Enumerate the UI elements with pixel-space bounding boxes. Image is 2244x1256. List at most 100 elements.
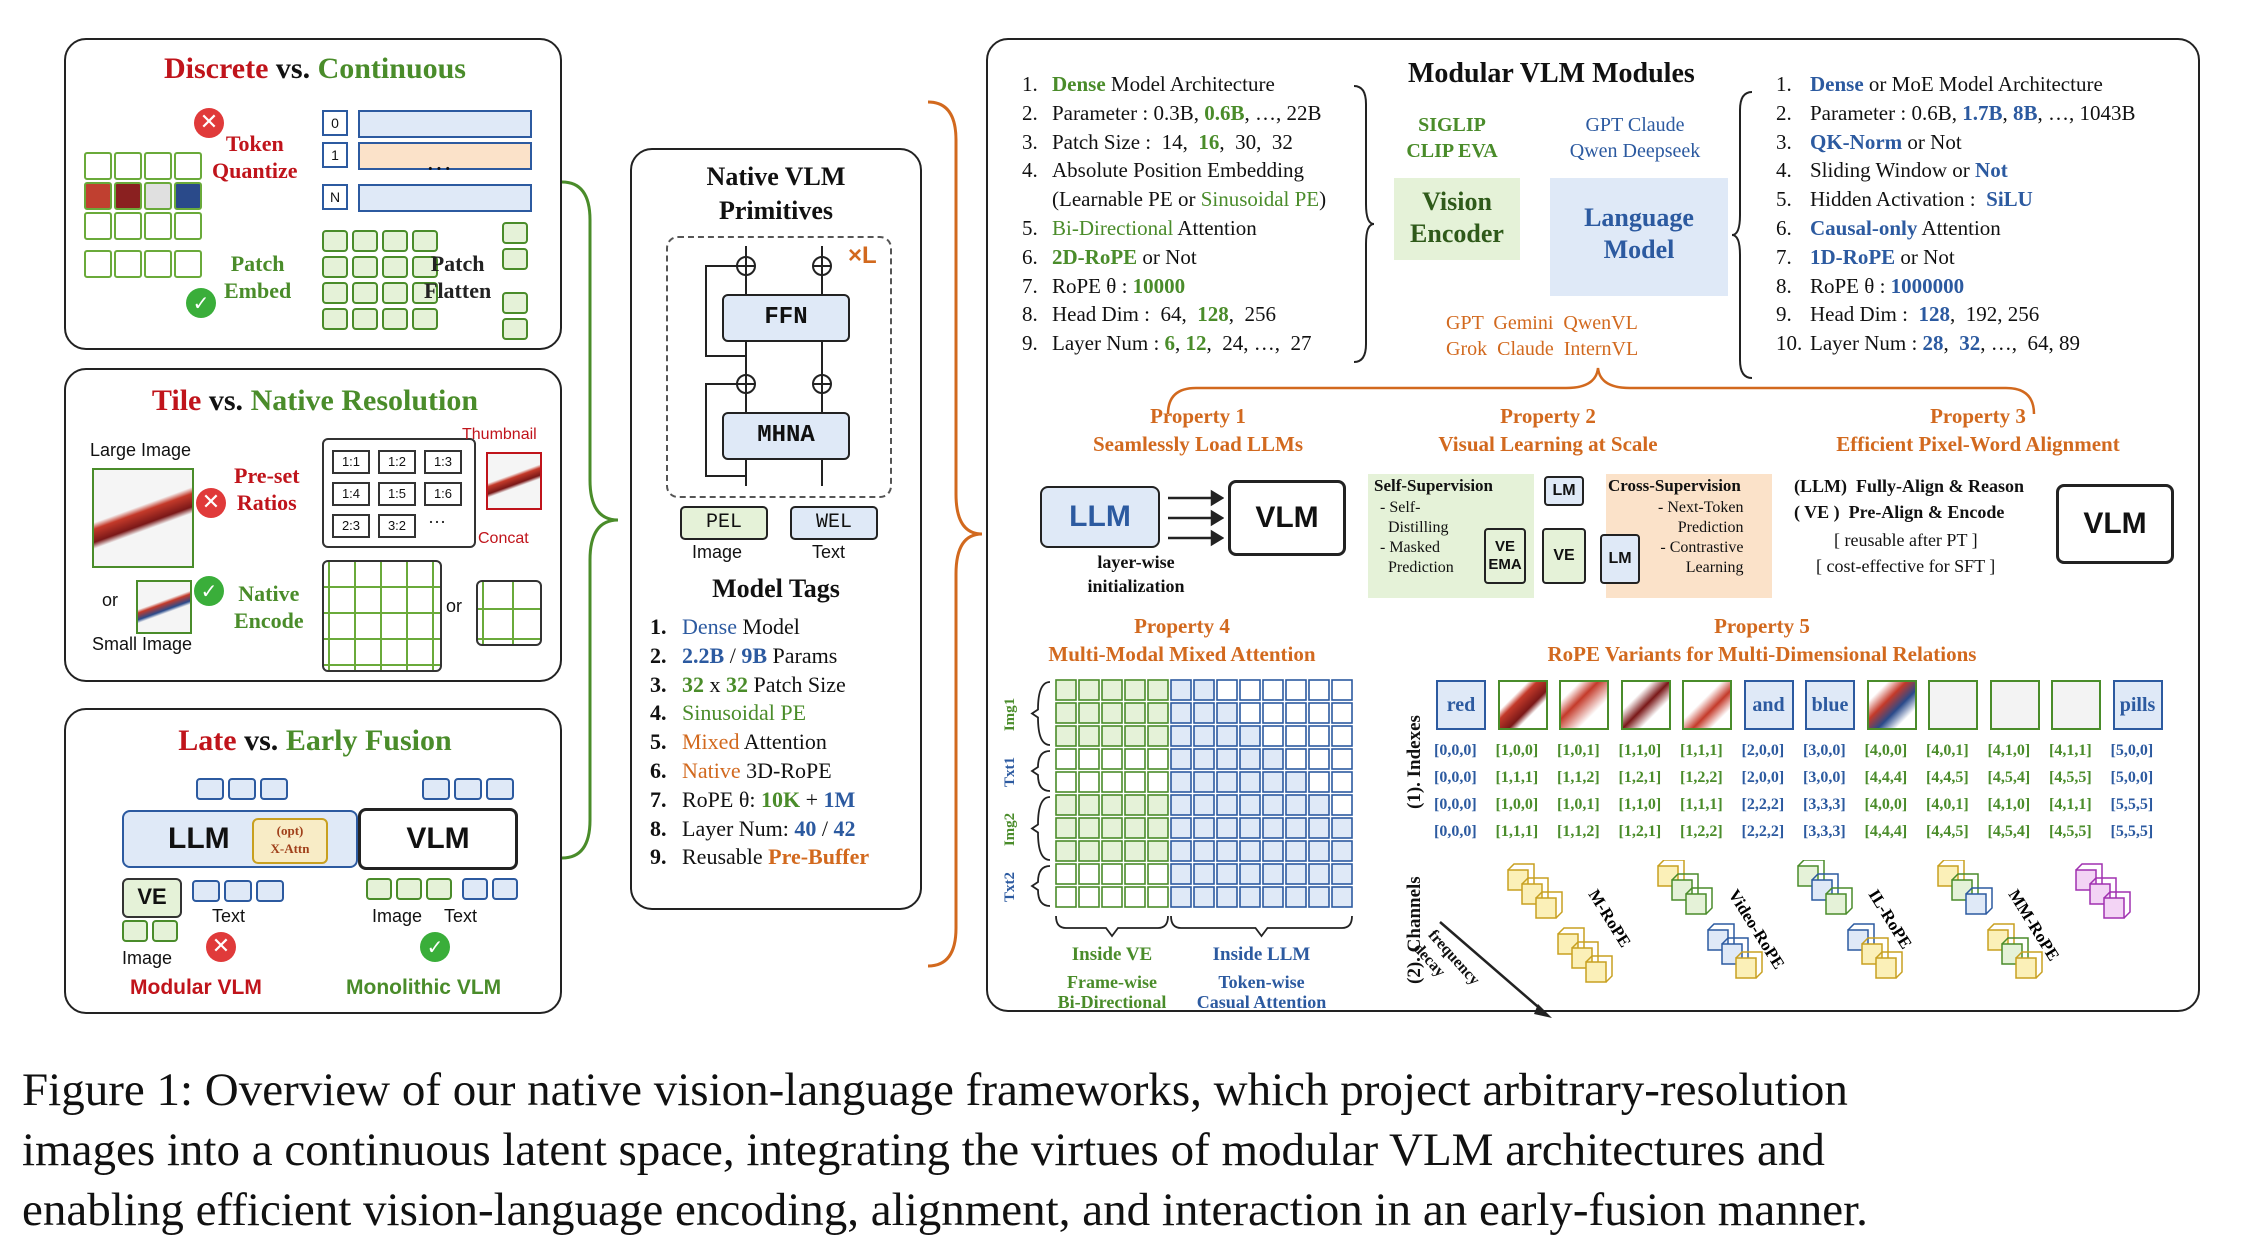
position-index: [4,5,4] [1987, 823, 2031, 840]
list-number: 4. [650, 700, 667, 726]
attention-cell [1193, 771, 1215, 793]
layer-stack-box [666, 236, 892, 498]
list-item: 7.1D-RoPE or Not [1776, 243, 2136, 272]
list-text: Patch Size [748, 671, 846, 697]
attention-cell [1170, 725, 1192, 747]
model-tags-title: Model Tags [712, 574, 840, 603]
list-item: 4.Sliding Window or Not [1776, 156, 2136, 185]
position-index: [4,1,1] [2049, 796, 2092, 813]
position-index: [4,4,4] [1864, 823, 1908, 840]
attention-row-label: Img2 [1002, 813, 1018, 846]
list-text: QK-Norm [1810, 129, 1903, 154]
column-sublabel: Casual Attention [1197, 992, 1327, 1012]
orange-brace [927, 100, 983, 968]
attention-cell [1216, 771, 1238, 793]
attention-cell [1331, 863, 1353, 885]
image-tokens-left [122, 920, 182, 944]
attention-cell [1262, 679, 1284, 701]
attention-cell [1147, 748, 1169, 770]
ve-block: VE [122, 878, 182, 918]
position-index: [2,0,0] [1741, 769, 1785, 786]
list-item: 3.QK-Norm or Not [1776, 128, 2136, 157]
position-index: [3,0,0] [1803, 742, 1846, 759]
attention-cell [1262, 840, 1284, 862]
attention-cell [1055, 817, 1077, 839]
list-item: 8.RoPE θ : 1000000 [1776, 272, 2136, 301]
attention-cell [1285, 794, 1307, 816]
attention-cell [1078, 840, 1100, 862]
attention-cell [1101, 679, 1123, 701]
attention-cell [1193, 840, 1215, 862]
ffn-block: FFN [722, 294, 850, 342]
position-index: [1,2,2] [1680, 769, 1723, 786]
vlm-model-names-b: Grok Claude InternVL [1446, 338, 1639, 360]
text-label: Text [444, 906, 478, 926]
position-index: [1,0,0] [1495, 796, 1539, 813]
attention-cell [1331, 679, 1353, 701]
list-text: Dense [1810, 72, 1864, 96]
check-mark-icon: ✓ [420, 932, 450, 962]
list-text: 2D-RoPE [1052, 244, 1138, 269]
position-index: [4,4,4] [1864, 769, 1908, 786]
attention-cell [1239, 794, 1261, 816]
position-index: [0,0,0] [1434, 796, 1477, 813]
column-brace [1170, 915, 1353, 938]
list-text: , 30, 32 [1219, 129, 1293, 154]
list-text: Causal-only [1810, 215, 1918, 240]
ratio-grid: 1:1 1:2 1:3 1:4 1:5 1:6 2:3 3:2 ··· [322, 438, 476, 548]
cross-supervision-items: - Next-Token Prediction - Contrastive Le… [1658, 499, 1744, 576]
list-text: / [724, 642, 742, 668]
thumbnail-label: Thumbnail [462, 426, 537, 443]
attention-row-label: Txt2 [1002, 872, 1018, 902]
title-continuous: Continuous [317, 52, 466, 85]
list-text: Hidden Activation : [1810, 187, 1987, 212]
patch-flatten-label: Patch Flatten [424, 251, 492, 303]
attention-cell [1147, 725, 1169, 747]
attention-cell [1124, 725, 1146, 747]
token-image-patch [2051, 680, 2101, 730]
attention-cell [1308, 771, 1330, 793]
channel-cube [1965, 887, 1993, 915]
lang-list-brace [1731, 91, 1753, 379]
list-text: Head Dim : 64, [1052, 302, 1198, 327]
list-text: ) [1319, 187, 1327, 212]
attention-cell [1055, 840, 1077, 862]
list-text: or Not [1895, 244, 1955, 269]
list-text: 128 [1197, 302, 1229, 327]
channel-cube [1825, 887, 1853, 915]
preset-ratios-label: Pre-set Ratios [234, 463, 300, 515]
position-index: [1,1,1] [1495, 823, 1539, 840]
attention-cell [1170, 817, 1192, 839]
position-index: [1,1,0] [1618, 796, 1662, 813]
list-item: 2.Parameter : 0.3B, 0.6B, …, 22B [1022, 99, 1326, 128]
attention-cell [1101, 794, 1123, 816]
attention-cell [1285, 886, 1307, 908]
property-2-title: Property 2 Visual Learning at Scale [1438, 404, 1658, 456]
large-image [92, 468, 194, 568]
attention-cell [1101, 771, 1123, 793]
list-text: , [1943, 331, 1960, 356]
position-index: [4,1,0] [1987, 742, 2031, 759]
small-image [136, 580, 192, 634]
llm-box: LLM [1040, 486, 1160, 548]
list-text: 28 [1922, 331, 1944, 356]
list-text: 3D-RoPE [740, 757, 832, 783]
attention-cell [1078, 748, 1100, 770]
attention-cell [1193, 679, 1215, 701]
position-index: [3,3,3] [1803, 823, 1846, 840]
list-text: Sinusoidal PE [682, 700, 807, 726]
list-number: 7. [650, 786, 667, 812]
token-text: blue [1805, 680, 1855, 730]
channels-label: (2). Channels [1404, 876, 1425, 984]
attention-cell [1078, 886, 1100, 908]
list-number: 7. [1776, 244, 1792, 269]
caption-line: enabling efficient vision-language encod… [22, 1184, 1868, 1236]
attention-cell [1239, 679, 1261, 701]
language-model-block: Language Model [1550, 178, 1728, 296]
vlm-box-3: VLM [2056, 484, 2174, 564]
index-box-1: 1 [322, 142, 348, 168]
attention-cell [1262, 817, 1284, 839]
list-item: 6.2D-RoPE or Not [1022, 243, 1326, 272]
attention-cell [1285, 771, 1307, 793]
